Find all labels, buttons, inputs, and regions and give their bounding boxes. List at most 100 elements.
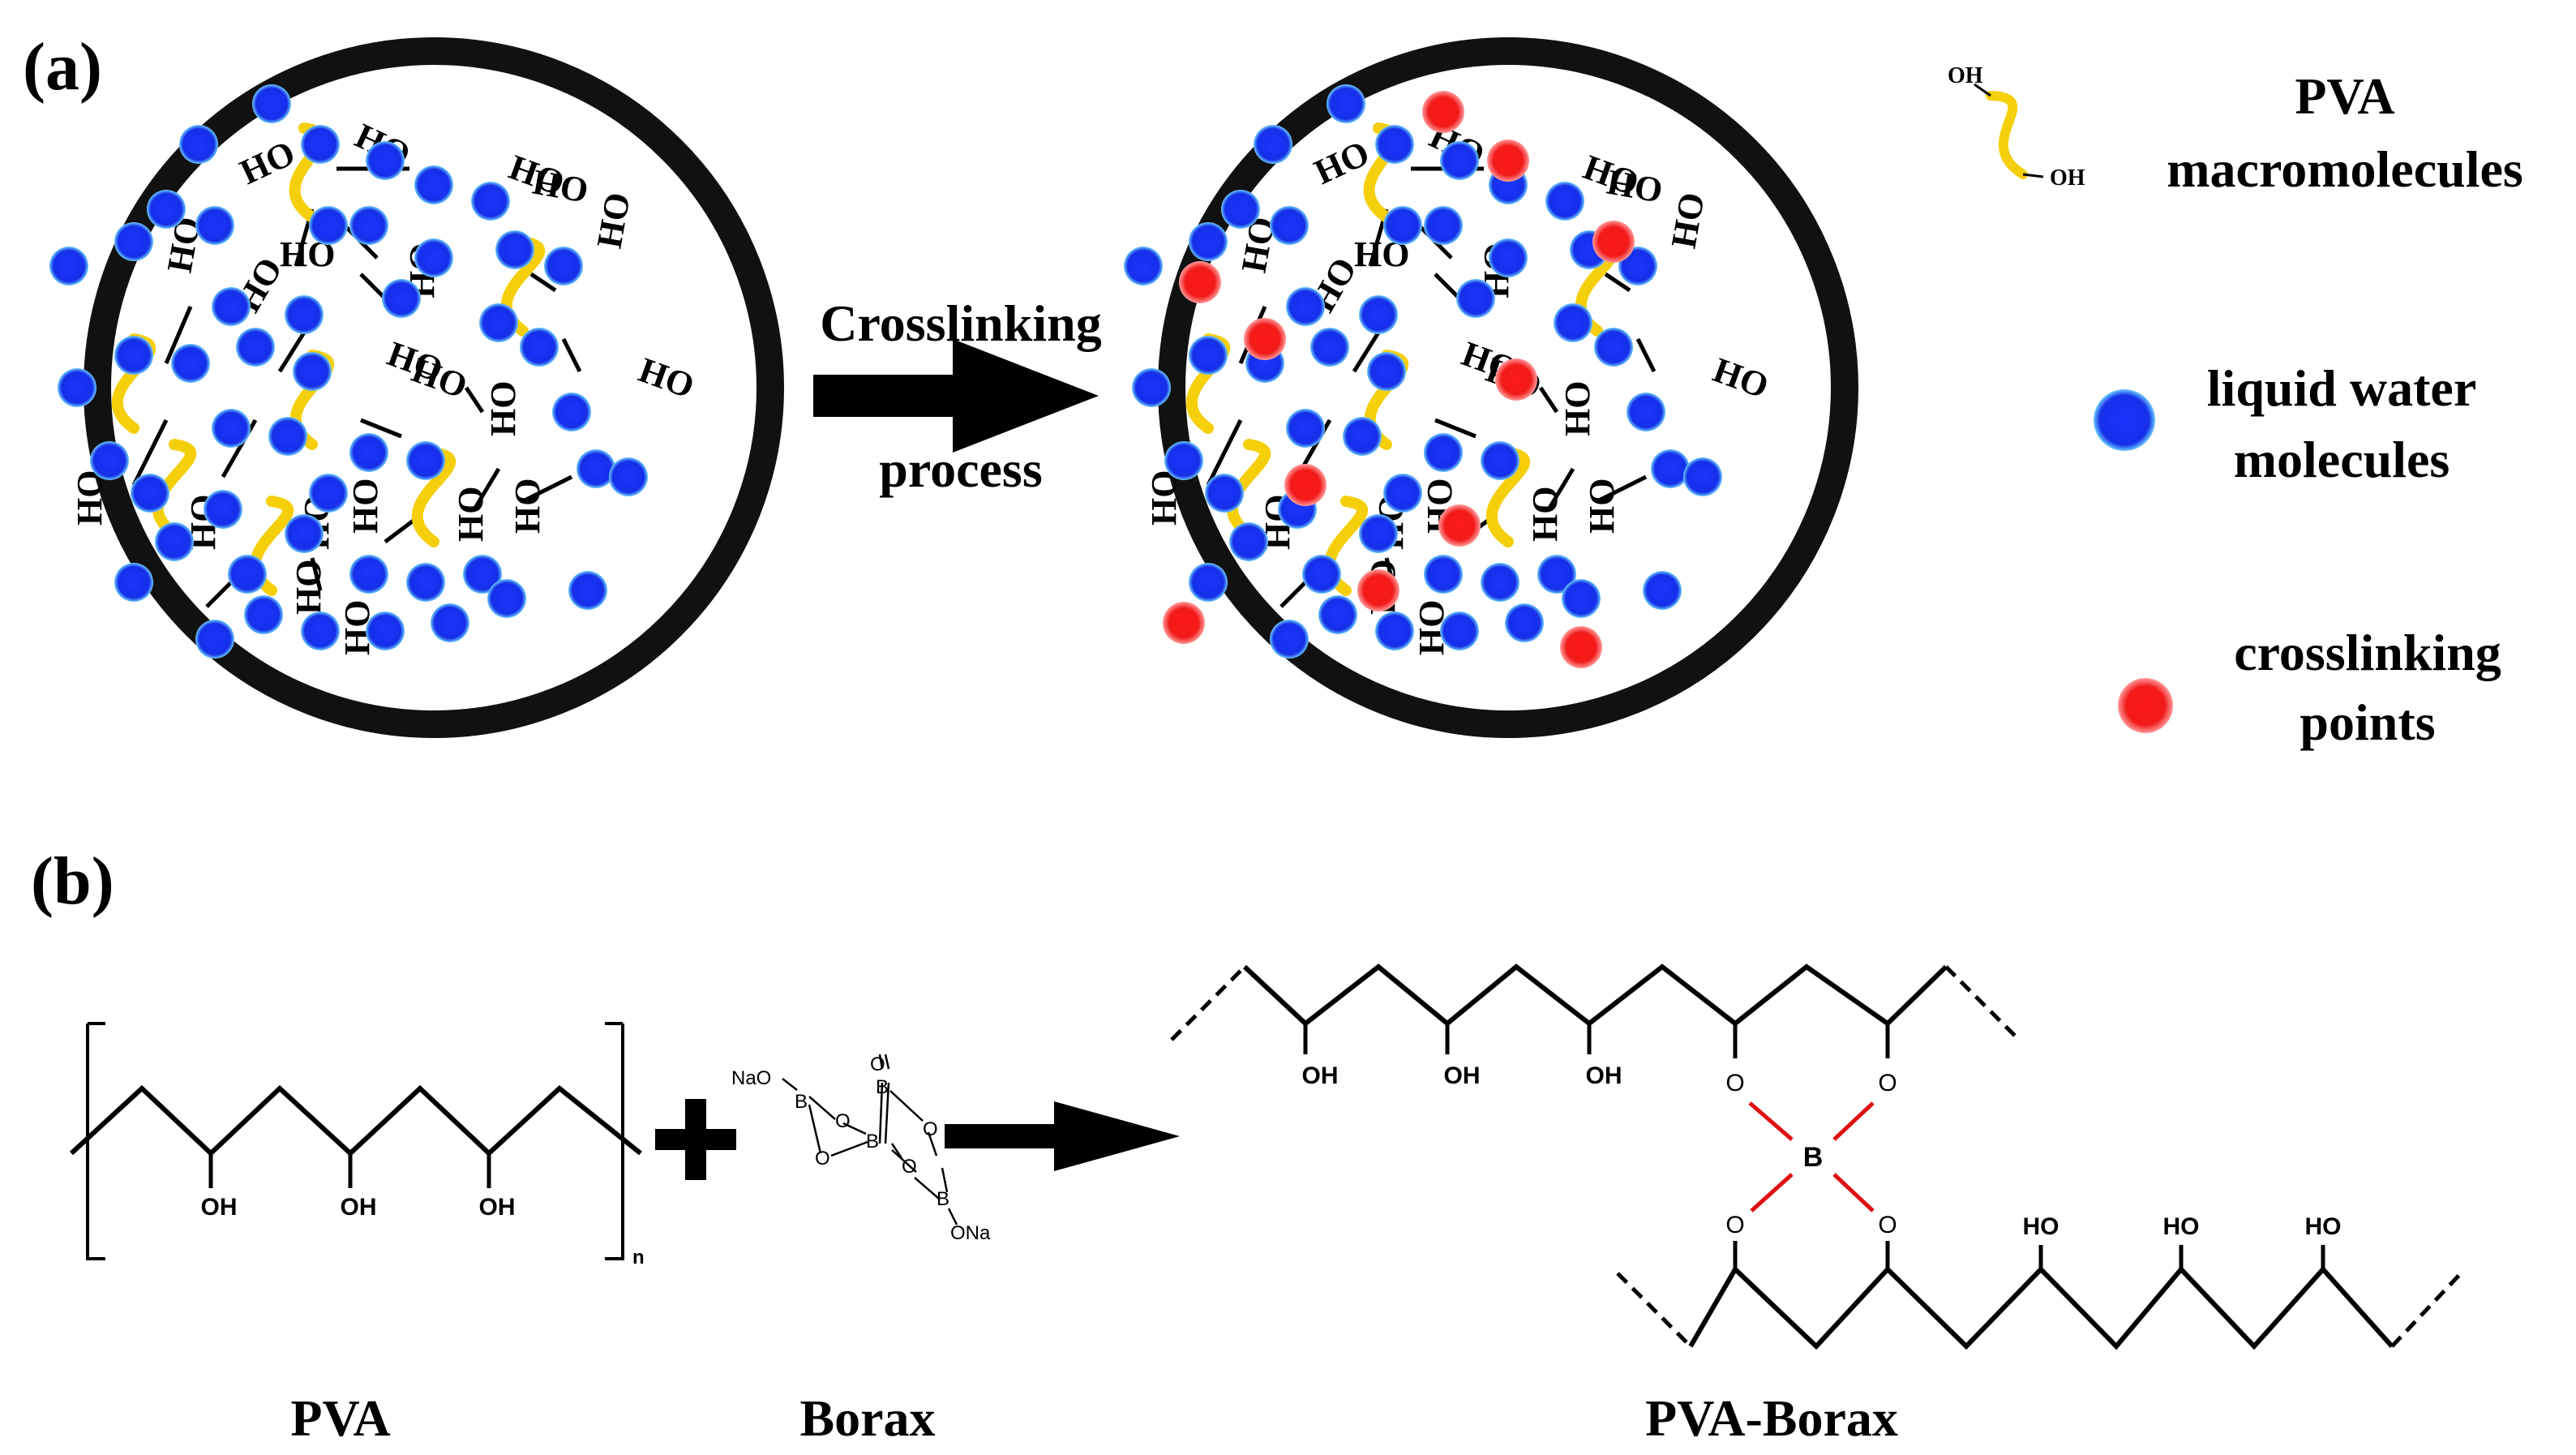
hydroxyl-label: HO <box>483 381 523 436</box>
water-molecule <box>1124 247 1163 285</box>
borax-b-2: B <box>876 1076 889 1098</box>
water-molecule <box>1440 612 1479 650</box>
water-molecule <box>1205 474 1244 513</box>
water-molecule <box>1221 190 1260 229</box>
water-molecule <box>1254 125 1292 164</box>
borax-o-1: O <box>835 1110 851 1132</box>
borax-structure: NaO B O O B O B O O B ONa <box>731 1054 991 1244</box>
crosslinking-point <box>1487 139 1529 182</box>
borax-o-top: O <box>870 1054 885 1075</box>
water-molecule <box>1132 368 1171 407</box>
legend-water-label-2: molecules <box>2234 431 2450 488</box>
water-molecule <box>471 182 510 221</box>
water-molecule <box>114 336 153 375</box>
water-molecule <box>382 279 421 318</box>
legend-crosslink-label: crosslinking <box>2234 624 2501 681</box>
water-molecule <box>406 563 445 602</box>
hydroxyl-label: HO <box>589 190 638 251</box>
water-molecule <box>285 295 324 334</box>
hydroxyl-bond <box>529 272 557 293</box>
water-molecule <box>1481 563 1519 602</box>
water-molecule <box>1424 555 1463 594</box>
water-molecule <box>114 563 153 602</box>
bracket-right <box>605 1022 624 1260</box>
water-molecule <box>1359 514 1398 553</box>
water-molecule <box>1562 579 1601 618</box>
water-molecule <box>301 125 340 164</box>
hydroxyl-label: HO <box>1558 381 1597 436</box>
hydroxyl-label: HO <box>508 479 547 534</box>
hydroxyl-label: HO <box>70 470 109 526</box>
pva-oh-3: OH <box>479 1194 516 1221</box>
water-molecule <box>1456 279 1495 318</box>
water-molecule <box>520 328 559 367</box>
water-molecule <box>576 449 615 488</box>
water-molecule <box>1651 449 1690 488</box>
crosslinking-point <box>1244 318 1286 360</box>
chain-continuation <box>1944 965 2021 1041</box>
water-molecule <box>212 409 251 448</box>
panel-b-label: (b) <box>31 843 114 919</box>
water-molecule <box>349 555 388 594</box>
legend-oh-bottom: OH <box>2050 165 2085 191</box>
pva-oh-1: OH <box>201 1194 238 1221</box>
hydroxyl-label: HO <box>529 162 591 211</box>
water-molecule <box>236 328 275 367</box>
legend: OH OH PVA macromolecules liquid water mo… <box>1948 63 2523 751</box>
hydroxyl-bond <box>561 337 582 373</box>
hydroxyl-bond <box>310 557 323 591</box>
water-molecule <box>171 344 210 383</box>
hydroxyl-bond <box>1206 418 1243 487</box>
water-molecule <box>487 579 526 618</box>
water-molecule <box>147 190 186 229</box>
pva-legend-icon: OH OH <box>1948 63 2085 191</box>
water-molecule <box>212 287 251 326</box>
borax-o-2: O <box>923 1118 938 1140</box>
hydroxyl-bond <box>464 386 485 414</box>
water-molecule <box>609 457 648 496</box>
crosslinking-point <box>1284 464 1327 506</box>
pva-chain <box>152 439 197 539</box>
pva-chain <box>1226 439 1271 539</box>
water-molecule <box>1327 84 1365 123</box>
chain-continuation <box>2390 1272 2462 1348</box>
crosslinking-point <box>1560 626 1602 668</box>
water-molecule <box>1537 555 1576 594</box>
reaction-arrow <box>945 1101 1180 1171</box>
water-molecule <box>49 247 88 285</box>
crosslinking-arrow <box>813 339 1099 453</box>
water-molecule <box>244 595 283 634</box>
hydroxyl-bond <box>1538 386 1559 414</box>
water-molecule <box>431 603 469 642</box>
water-molecule <box>90 441 129 480</box>
crosslinking-point <box>1495 358 1537 401</box>
crosslinking-point <box>1422 91 1464 133</box>
hydroxyl-bond <box>1604 272 1631 293</box>
water-molecule <box>1554 303 1592 342</box>
hydroxyl-label: HO <box>1144 470 1184 526</box>
crosslinking-point <box>1179 261 1221 303</box>
borax-b-3: B <box>866 1131 879 1152</box>
product-ho-2: HO <box>2163 1213 2200 1240</box>
water-molecule <box>1383 474 1422 513</box>
pva-structure: OH OH OH n <box>69 1022 645 1268</box>
water-molecule <box>552 393 591 431</box>
water-molecule <box>1627 393 1665 431</box>
borax-o-3: O <box>815 1148 830 1170</box>
hydroxyl-bond <box>472 467 501 511</box>
borax-name: Borax <box>799 1389 935 1447</box>
product-o-1: O <box>1725 1070 1744 1097</box>
hydroxyl-label: HO <box>1664 190 1712 251</box>
sample-circle <box>84 37 784 738</box>
product-o-2: O <box>1878 1070 1897 1097</box>
water-molecule <box>301 612 340 650</box>
hydroxyl-label: HO <box>451 487 491 542</box>
product-ho-1: HO <box>2023 1213 2060 1240</box>
pva-borax-structure: OH OH OH O O B O O HO HO HO <box>1170 964 2462 1350</box>
water-molecule <box>544 247 583 285</box>
water-molecule <box>1229 522 1268 561</box>
water-molecule <box>309 474 348 513</box>
hydroxyl-bond <box>521 474 573 504</box>
water-molecule <box>1594 328 1633 367</box>
water-molecule <box>1302 555 1341 594</box>
